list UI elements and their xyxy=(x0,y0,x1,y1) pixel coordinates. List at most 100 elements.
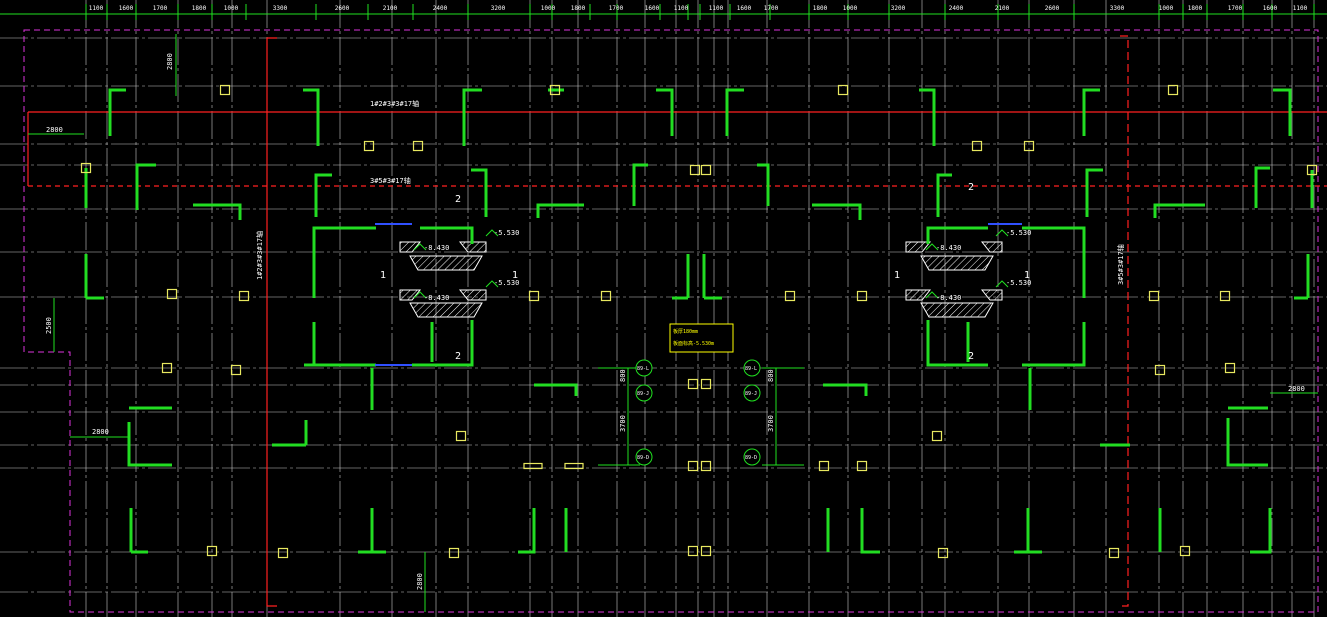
wall-33 xyxy=(1022,322,1086,367)
wall-15 xyxy=(632,163,648,206)
red-label-mid: 3#5#3#17轴 xyxy=(370,176,411,185)
level-mark-8: -5.530 xyxy=(1006,279,1031,287)
dim-center-lower: 3700 xyxy=(619,415,627,432)
column-12 xyxy=(166,288,178,300)
column-21 xyxy=(230,364,242,376)
axis-bubble-label-1: 89-L xyxy=(637,366,649,372)
axis-bubble-1 xyxy=(635,359,653,377)
column-23 xyxy=(1224,362,1236,374)
column-4 xyxy=(363,140,375,152)
column-38 xyxy=(700,545,712,557)
wall-34 xyxy=(926,320,988,367)
axis-bubble-label-5: 89-J xyxy=(745,391,757,397)
hatch-ramp-left-upper-a xyxy=(399,241,422,253)
column-3 xyxy=(1167,84,1179,96)
column-6 xyxy=(971,140,983,152)
column-14 xyxy=(528,290,540,302)
column-34 xyxy=(206,545,218,557)
wall-57 xyxy=(518,508,536,554)
wall-60 xyxy=(860,508,880,554)
dimension-lines xyxy=(28,34,1318,612)
axis-bubble-5 xyxy=(743,384,761,402)
site-boundary xyxy=(23,29,1319,613)
column-9 xyxy=(689,164,701,176)
column-5 xyxy=(412,140,424,152)
hatch-block-right-lower xyxy=(920,302,994,318)
column-41 xyxy=(1179,545,1191,557)
level-mark-3: -8.430 xyxy=(424,294,449,302)
axis-bubbles xyxy=(635,359,761,466)
column-33 xyxy=(856,460,868,472)
section-mark-4: 2 xyxy=(455,351,461,362)
stair-section-left xyxy=(399,241,487,318)
red-bracket-left xyxy=(266,37,277,607)
dim-left-upper: 2800 xyxy=(46,126,63,134)
section-mark-6: 1 xyxy=(1024,270,1030,281)
section-mark-8: 2 xyxy=(968,351,974,362)
wall-64 xyxy=(1250,508,1272,554)
shear-walls xyxy=(84,88,1314,554)
column-2 xyxy=(837,84,849,96)
axis-bubble-2 xyxy=(635,384,653,402)
red-bracket-right xyxy=(1120,35,1129,607)
level-tri-3 xyxy=(413,291,427,299)
wall-47 xyxy=(534,383,578,396)
wall-7 xyxy=(1082,88,1100,136)
top-dim-label-7: 2100 xyxy=(383,5,398,12)
top-dim-label-0: 1100 xyxy=(89,5,104,12)
level-mark-6: -5.530 xyxy=(1006,229,1031,237)
level-mark-1: -8.430 xyxy=(424,244,449,252)
top-dim-label-8: 2400 xyxy=(433,5,448,12)
wall-32 xyxy=(1022,226,1086,298)
wall-8 xyxy=(1273,88,1292,136)
wall-11 xyxy=(193,203,242,220)
hatch-ramp-left-upper-b xyxy=(458,241,487,253)
top-dim-label-19: 1000 xyxy=(843,5,858,12)
axis-bubble-label-6: 89-D xyxy=(745,455,757,461)
level-tri-2 xyxy=(485,229,499,237)
wall-17 xyxy=(812,203,862,220)
wall-14 xyxy=(536,203,584,218)
wall-10 xyxy=(135,163,156,210)
red-label-right: 3#5#3#17轴 xyxy=(1116,244,1125,285)
axis-bubble-3 xyxy=(635,448,653,466)
slab-note-box[interactable] xyxy=(669,323,734,353)
hatch-ramp-right-lower-a xyxy=(905,289,932,301)
top-dim-label-20: 3200 xyxy=(891,5,906,12)
column-32 xyxy=(818,460,830,472)
top-dim-label-3: 1800 xyxy=(192,5,207,12)
top-dim-label-5: 3300 xyxy=(273,5,288,12)
top-dim-label-12: 1700 xyxy=(609,5,624,12)
hatch-block-left-upper xyxy=(409,255,483,271)
top-dim-label-14: 1100 xyxy=(674,5,689,12)
top-dim-label-25: 1000 xyxy=(1159,5,1174,12)
column-18 xyxy=(1148,290,1160,302)
dim-center-upper-right: 800 xyxy=(767,369,775,382)
wall-5 xyxy=(725,88,744,136)
hatch-ramp-right-upper-b xyxy=(980,241,1003,253)
wall-29 xyxy=(412,320,474,367)
top-dim-label-16: 1600 xyxy=(737,5,752,12)
section-mark-7: 2 xyxy=(968,182,974,193)
dim-left-top: 2800 xyxy=(166,53,174,70)
wall-1 xyxy=(303,88,320,146)
dim-center-lower-right: 3700 xyxy=(767,415,775,432)
column-17 xyxy=(856,290,868,302)
wall-21 xyxy=(1254,166,1270,208)
wall-12 xyxy=(314,173,332,217)
hatch-ramp-left-lower-b xyxy=(458,289,487,301)
top-dim-label-2: 1700 xyxy=(153,5,168,12)
column-27 xyxy=(931,430,943,442)
level-mark-7: -8.430 xyxy=(936,294,961,302)
top-dim-label-24: 3300 xyxy=(1110,5,1125,12)
wall-13 xyxy=(471,168,488,217)
hatch-ramp-right-lower-b xyxy=(980,289,1003,301)
level-marks xyxy=(413,229,1009,299)
level-tri-4 xyxy=(485,280,499,288)
column-37 xyxy=(687,545,699,557)
columns xyxy=(80,84,1318,559)
top-dim-label-17: 1700 xyxy=(764,5,779,12)
top-dim-label-1: 1600 xyxy=(119,5,134,12)
